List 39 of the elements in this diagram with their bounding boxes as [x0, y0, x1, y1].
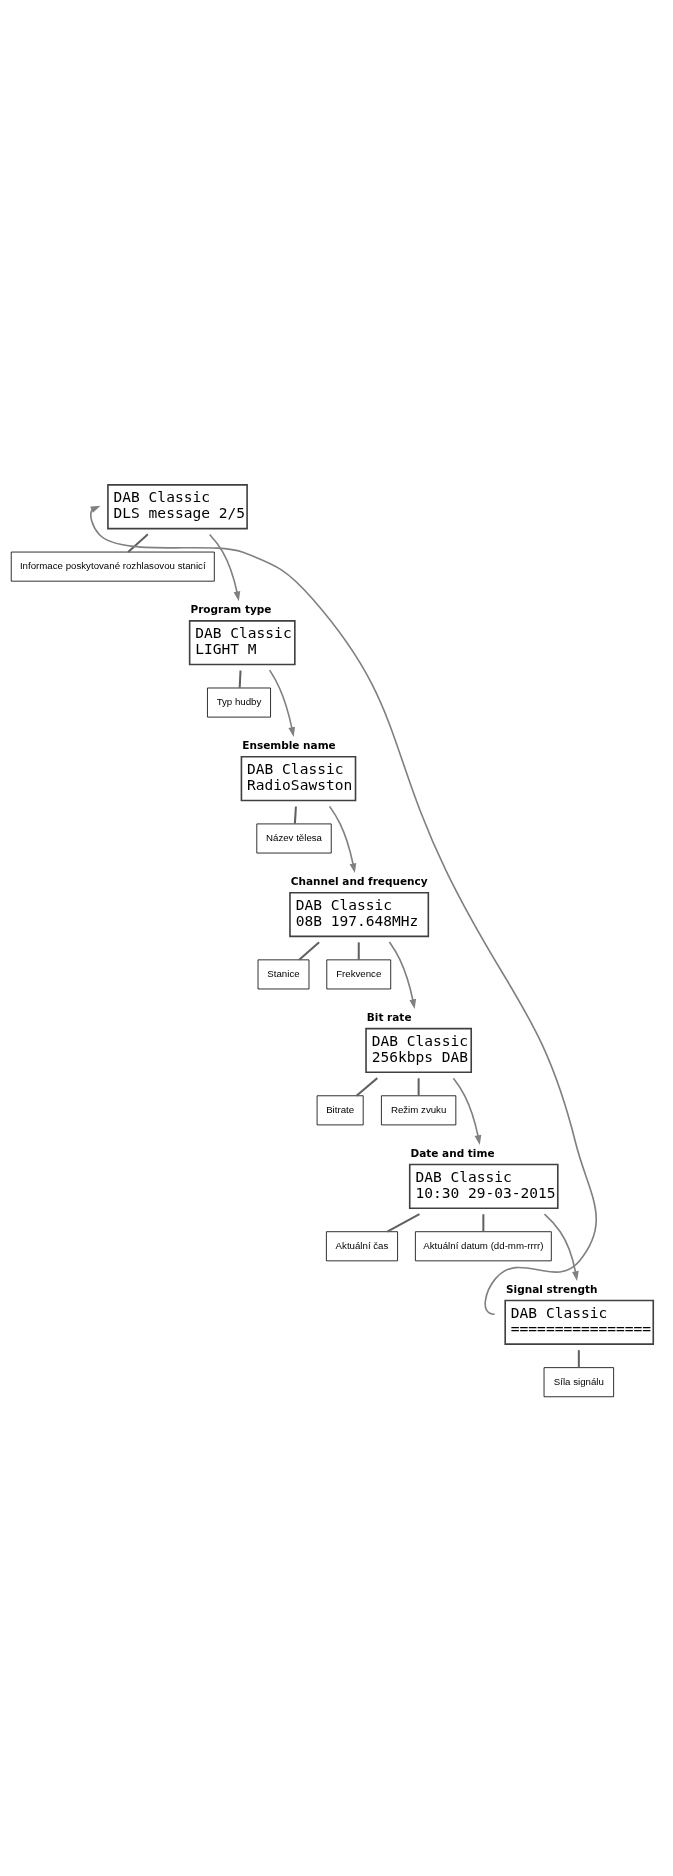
connector — [386, 1213, 420, 1233]
node-label: Ensemble name — [242, 738, 336, 751]
node-box: Informace poskytované rozhlasovou stanicí — [10, 551, 215, 582]
node-label: Program type — [190, 603, 272, 616]
connector — [298, 941, 320, 961]
node-box: DAB Classic 08B 197.648MHz — [289, 891, 430, 938]
node-box: DAB Classic ================ — [504, 1299, 655, 1345]
node-box: Typ hudby — [207, 687, 271, 718]
node-box: Aktuální datum (dd-mm-rrrr) — [415, 1231, 552, 1262]
arrow — [208, 533, 241, 602]
connector — [417, 1078, 420, 1096]
connector — [238, 670, 242, 688]
arrow — [388, 941, 417, 1010]
connector — [357, 942, 360, 960]
node-label: Date and time — [410, 1146, 495, 1159]
node-box: Síla signálu — [543, 1367, 615, 1398]
node-label: Signal strength — [506, 1282, 598, 1295]
node-box: Aktuální čas — [326, 1231, 398, 1262]
connector — [355, 1077, 378, 1097]
arrow — [268, 669, 296, 737]
node-box: Stanice — [257, 959, 310, 990]
node-label: Channel and frequency — [290, 874, 428, 887]
arrow — [543, 1213, 579, 1281]
node-box: Frekvence — [326, 959, 392, 990]
connector — [127, 533, 149, 553]
connector — [293, 806, 297, 824]
node-box: DAB Classic 256kbps DAB — [365, 1027, 473, 1074]
node-box: Režim zvuku — [381, 1095, 457, 1126]
node-box: DAB Classic DLS message 2/5 — [107, 484, 248, 530]
arrow — [452, 1077, 482, 1145]
connector — [482, 1214, 485, 1232]
node-box: Název tělesa — [256, 823, 332, 854]
connector — [577, 1350, 580, 1368]
node-box: DAB Classic LIGHT M — [188, 620, 296, 666]
node-box: Bitrate — [316, 1095, 364, 1126]
node-label: Bit rate — [366, 1010, 412, 1023]
node-box: DAB Classic RadioSawston — [240, 755, 357, 802]
node-box: DAB Classic 10:30 29-03-2015 — [408, 1163, 559, 1210]
arrow — [328, 805, 357, 874]
